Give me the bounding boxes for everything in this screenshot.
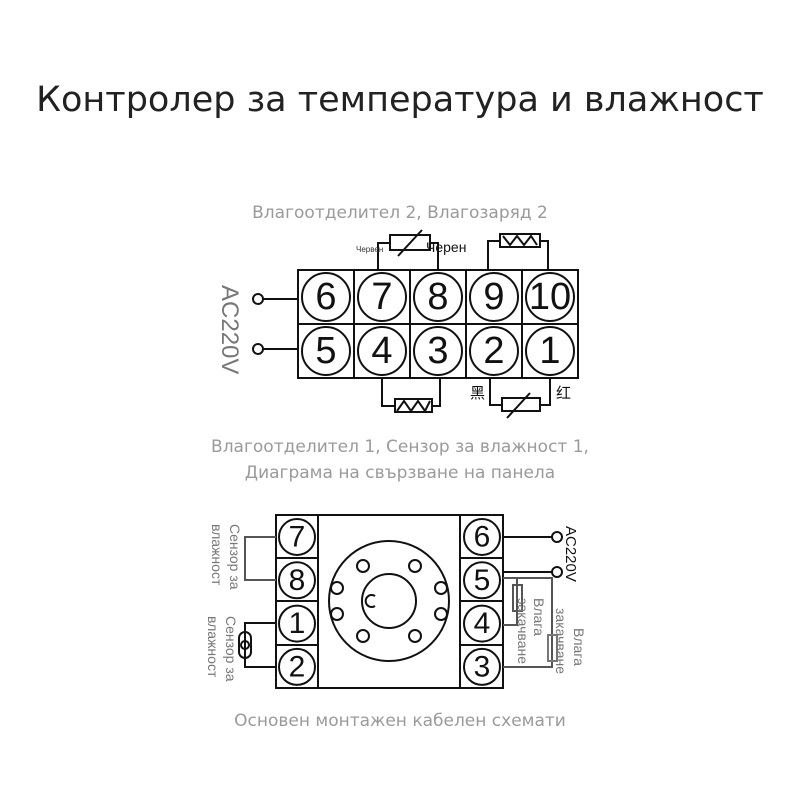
terminal-number: 5 [315,330,336,372]
sensor-label: Сензор за [223,616,239,682]
socket-hole [330,607,344,621]
socket-hole [356,629,370,643]
terminal-number: 3 [427,330,448,372]
socket-hole [434,581,448,595]
pin-number: 7 [289,521,306,554]
power-label: AC220V [562,526,579,582]
humidifier-label: закачване [515,598,531,664]
base-caption: Основен монтажен кабелен схемати [234,711,566,731]
pin-circle [463,647,501,686]
humidity-sensor-icon [238,631,252,659]
pin-number: 1 [289,607,306,640]
terminal-number: 4 [371,330,392,372]
sensor-label: влажност [209,524,225,586]
pin-circle [278,518,316,556]
terminal-circle [357,272,407,322]
red-cn-label: 红 [556,385,571,402]
socket-hole [408,629,422,643]
pin-circle [463,518,501,556]
terminal-circle [301,326,351,376]
humidifier-label: закачване [553,608,569,674]
humidifier-label: Влага [571,628,587,666]
terminal-circle [413,326,463,376]
terminal-number: 7 [371,276,392,318]
sensor-wire [244,536,276,581]
power-terminals [252,293,298,355]
humidifier-icon [547,634,558,662]
terminal-number: 10 [529,276,571,318]
sensor-label: влажност [205,616,221,678]
humidifier-label: Влага [531,598,547,636]
pin-number: 6 [474,521,491,554]
terminal-circle [525,272,575,322]
variable-resistor-icon [377,229,439,270]
pin-number: 8 [289,564,306,597]
terminal-number: 2 [483,330,504,372]
humidifier-icon [512,584,523,612]
red-wire-label: Червен [356,245,383,254]
terminal-circle [469,272,519,322]
pin-number: 3 [474,650,491,683]
terminal-number: 8 [427,276,448,318]
power-label: AC220V [216,285,243,374]
heater-icon [381,378,441,413]
pin-number: 5 [474,564,491,597]
terminal-number: 1 [539,330,560,372]
sensor-label: Сензор за [227,524,243,590]
socket-hole [330,581,344,595]
socket-base: 7 8 1 2 6 5 4 3 [275,514,504,689]
pin-circle [278,604,316,643]
black-wire-label: Черен [426,239,466,255]
terminal-number: 6 [315,276,336,318]
top-diagram-caption: Влагоотделител 2, Влагозаряд 2 [252,203,548,223]
pin-number: 4 [474,607,491,640]
page-title: Контролер за температура и влажност [36,80,764,120]
sensor-wire [244,622,276,668]
terminal-circle [469,326,519,376]
terminal-circle [357,326,407,376]
panel-caption-2: Диаграма на свързване на панела [244,463,556,483]
panel-caption-1: Влагоотделител 1, Сензор за влажност 1, [211,437,589,457]
pin-circle [463,561,501,600]
terminal-number: 9 [483,276,504,318]
pin-circle [278,647,316,686]
socket-hole [434,607,448,621]
terminal-circle [525,326,575,376]
humidity-sensor-icon [489,378,551,419]
terminal-circle [301,272,351,322]
socket-hole [356,559,370,573]
black-cn-label: 黑 [470,385,485,402]
socket-hole [408,559,422,573]
pin-circle [463,604,501,643]
pin-number: 2 [289,650,306,683]
pin-circle [278,561,316,600]
heater-icon [487,233,549,270]
terminal-circle [413,272,463,322]
